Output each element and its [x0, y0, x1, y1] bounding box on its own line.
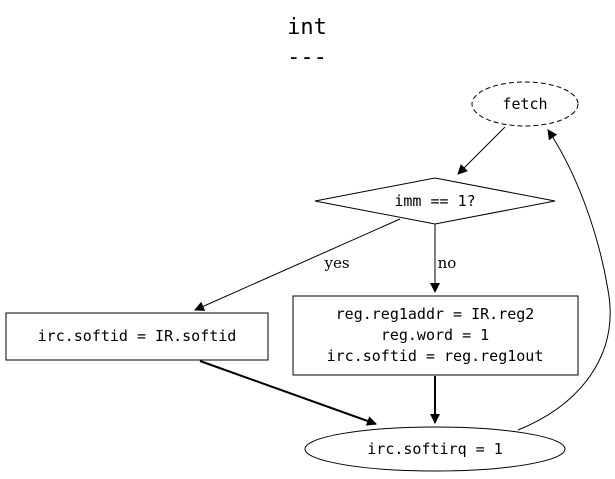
- node-decision-label: imm == 1?: [394, 192, 475, 210]
- node-softirq: irc.softirq = 1: [304, 426, 566, 472]
- edge-decision-yes: [194, 218, 401, 311]
- edge-softirq-to-fetch: [517, 129, 611, 431]
- node-yes-assignment-label: irc.softid = IR.softid: [38, 327, 237, 345]
- node-softirq-label: irc.softirq = 1: [367, 440, 502, 458]
- diagram-title: int: [287, 15, 327, 40]
- node-no-assignment-line3: irc.softid = reg.reg1out: [327, 347, 544, 365]
- node-decision: imm == 1?: [314, 177, 556, 225]
- node-fetch-label: fetch: [502, 95, 547, 113]
- diagram-title-underline: ---: [287, 45, 327, 70]
- node-no-assignment-line1: reg.reg1addr = IR.reg2: [336, 305, 535, 323]
- node-no-assignment: reg.reg1addr = IR.reg2 reg.word = 1 irc.…: [292, 295, 579, 376]
- node-no-assignment-line2: reg.word = 1: [381, 326, 489, 344]
- edge-yes-box-to-softirq: [199, 360, 377, 426]
- edge-fetch-to-decision: [457, 126, 506, 175]
- node-yes-assignment: irc.softid = IR.softid: [5, 312, 269, 361]
- edge-yes-label: yes: [323, 254, 349, 272]
- edge-no-label: no: [438, 254, 457, 272]
- node-fetch: fetch: [471, 81, 579, 127]
